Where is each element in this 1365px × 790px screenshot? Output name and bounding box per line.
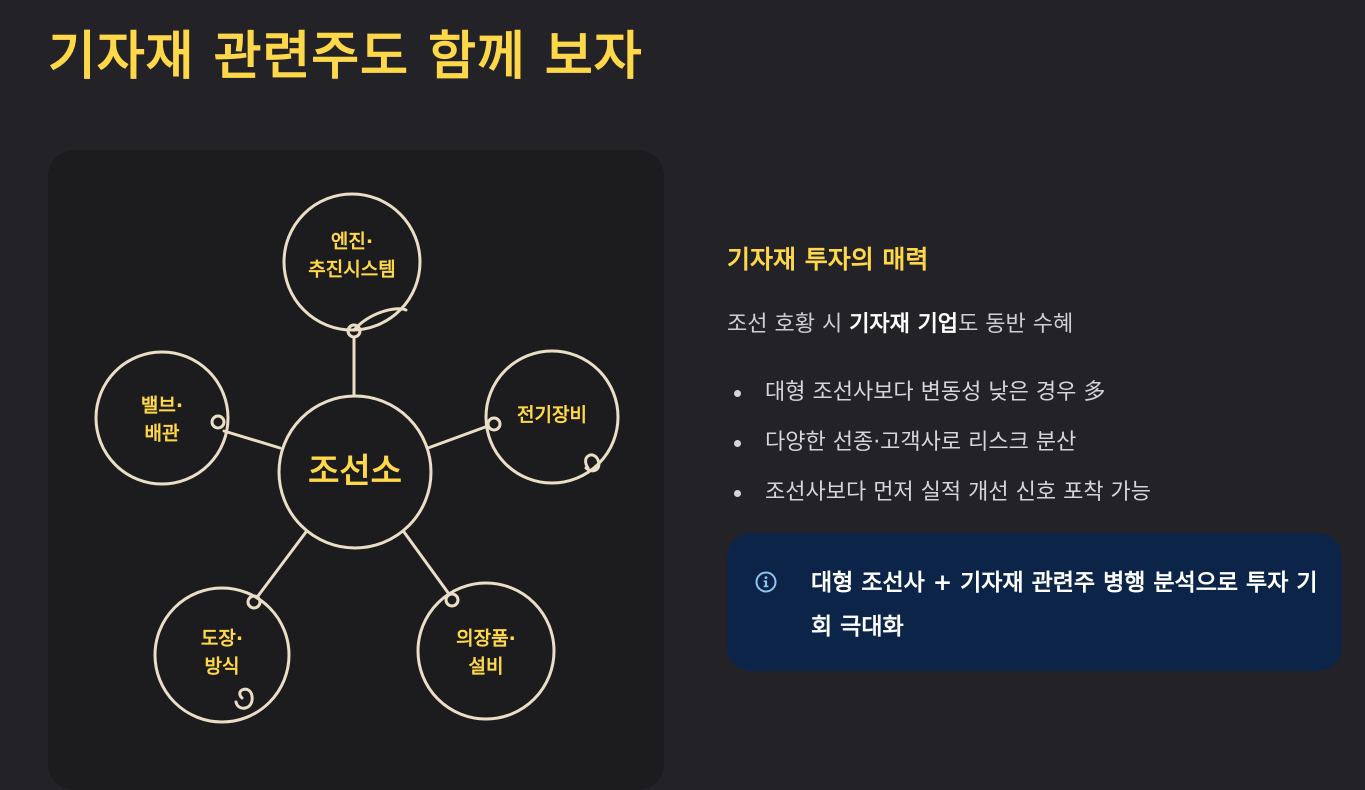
page-title: 기자재 관련주도 함께 보자 [48, 27, 643, 87]
bullet-dot [734, 389, 741, 397]
engine-node-label: 엔진· 추진시스템 [308, 228, 395, 283]
panel-heading: 기자재 투자의 매력 [727, 245, 929, 274]
engine-node-line: 엔진· [330, 230, 374, 253]
list-item: 다양한 선종·고객사로 리스크 분산 [730, 418, 1151, 468]
electric-node-line: 전기장비 [517, 404, 587, 427]
outfitting-node-line: 의장품· [456, 627, 516, 650]
callout-text: 대형 조선사 + 기자재 관련주 병행 분석으로 투자 기회 극대화 [811, 570, 1318, 640]
diagram-svg [94, 192, 620, 724]
paint-connector [256, 530, 308, 598]
engine-connector-knot [346, 323, 362, 339]
engine-node-circle [282, 192, 422, 332]
outfitting-node-line: 설비 [468, 655, 504, 677]
shipyard-diagram: 조선소 엔진· 추진시스템 전기장비 밸브· 배관 도장· 방식 의장품· 설비 [48, 150, 664, 790]
engine-node-line: 추진시스템 [308, 258, 396, 280]
paint-node-swirl [234, 687, 254, 710]
valve-node-circle [94, 350, 230, 486]
valve-node-label: 밸브· 배관 [141, 392, 183, 447]
bullet-dot [734, 439, 741, 447]
electric-node-label: 전기장비 [517, 402, 587, 430]
outfitting-connector [402, 530, 451, 596]
valve-connector-knot [210, 414, 226, 430]
electric-connector-knot [486, 416, 502, 432]
benefit-list: 대형 조선사보다 변동성 낮은 경우 多 다양한 선종·고객사로 리스크 분산 … [730, 368, 1151, 518]
info-icon [755, 571, 777, 593]
bullet-text: 다양한 선종·고객사로 리스크 분산 [765, 430, 1077, 455]
valve-connector [222, 429, 282, 450]
intro-prefix: 조선 호황 시 [727, 312, 850, 337]
paint-node-line: 방식 [204, 655, 240, 677]
paint-node-line: 도장· [200, 627, 244, 650]
electric-connector [426, 424, 490, 450]
panel-intro: 조선 호황 시 기자재 기업도 동반 수혜 [727, 306, 1073, 338]
center-node-label: 조선소 [308, 451, 402, 492]
outfitting-node-circle [416, 581, 556, 721]
list-item: 조선사보다 먼저 실적 개선 신호 포착 가능 [730, 468, 1151, 518]
list-item: 대형 조선사보다 변동성 낮은 경우 多 [730, 368, 1151, 418]
outfitting-connector-knot [444, 592, 460, 608]
valve-node-line: 배관 [144, 422, 180, 444]
callout-box: 대형 조선사 + 기자재 관련주 병행 분석으로 투자 기회 극대화 [727, 533, 1342, 671]
paint-node-label: 도장· 방식 [201, 625, 243, 680]
outfitting-node-label: 의장품· 설비 [456, 625, 516, 680]
bullet-dot [734, 489, 741, 497]
bullet-text: 조선사보다 먼저 실적 개선 신호 포착 가능 [765, 480, 1152, 505]
bullet-text: 대형 조선사보다 변동성 낮은 경우 多 [765, 380, 1106, 405]
paint-connector-knot [246, 594, 262, 610]
electric-node-circle [484, 349, 620, 485]
valve-node-line: 밸브· [140, 394, 184, 417]
intro-suffix: 도 동반 수혜 [958, 312, 1074, 337]
electric-node-swirl [584, 453, 601, 473]
intro-bold: 기자재 기업 [849, 312, 959, 337]
paint-node-circle [153, 586, 291, 724]
